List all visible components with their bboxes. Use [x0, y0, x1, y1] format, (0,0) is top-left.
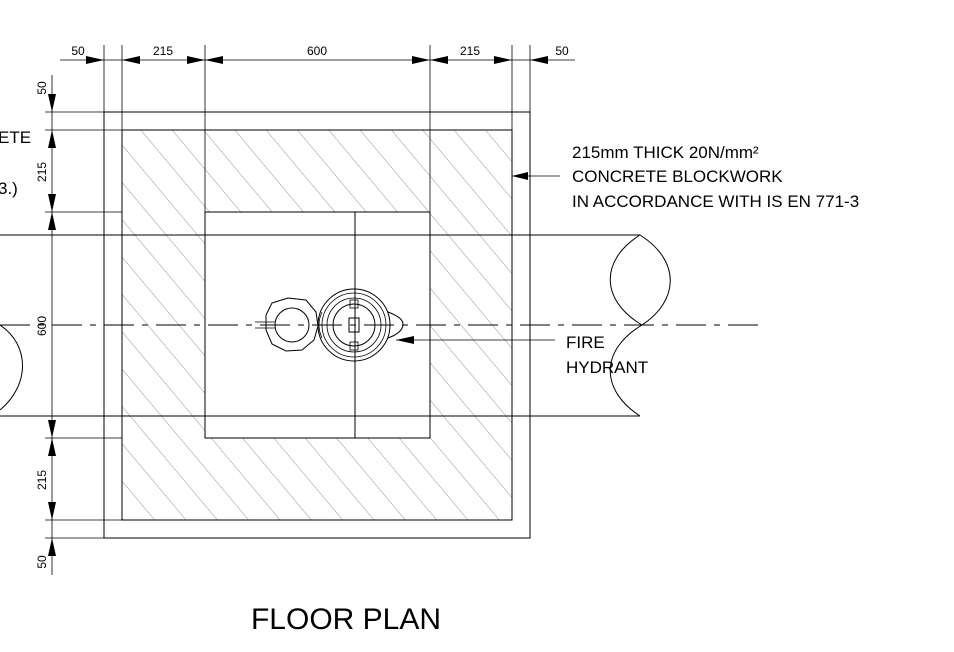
hydrant-note-line-2: HYDRANT	[566, 358, 648, 377]
left-note-fragment-1: ETE	[0, 128, 31, 147]
dim-top-215-right: 215	[460, 44, 480, 58]
dim-left-600: 600	[35, 316, 49, 336]
hydrant-note-line-1: FIRE	[566, 333, 605, 352]
dim-left-50-top: 50	[35, 81, 49, 95]
dim-top-215-left: 215	[153, 44, 173, 58]
hydrant-leader	[396, 336, 555, 344]
dim-left-215-bottom: 215	[35, 470, 49, 490]
dim-left-50-bottom: 50	[35, 555, 49, 569]
left-dimension-line	[45, 75, 122, 575]
dim-top-50-right: 50	[555, 44, 569, 58]
dim-left-215-top: 215	[35, 162, 49, 182]
fire-hydrant-symbol	[255, 288, 404, 362]
blockwork-note-line-3: IN ACCORDANCE WITH IS EN 771-3	[572, 192, 859, 211]
drawing-title: FLOOR PLAN	[251, 603, 441, 636]
blockwork-note-line-2: CONCRETE BLOCKWORK	[572, 167, 783, 186]
dim-top-50-left: 50	[71, 44, 85, 58]
blockwork-note-line-1: 215mm THICK 20N/mm²	[572, 143, 759, 162]
blockwork-leader	[512, 172, 560, 180]
left-note-fragment-2: 3.)	[0, 179, 18, 198]
top-dimension-line	[60, 45, 575, 212]
dim-top-600: 600	[307, 44, 327, 58]
